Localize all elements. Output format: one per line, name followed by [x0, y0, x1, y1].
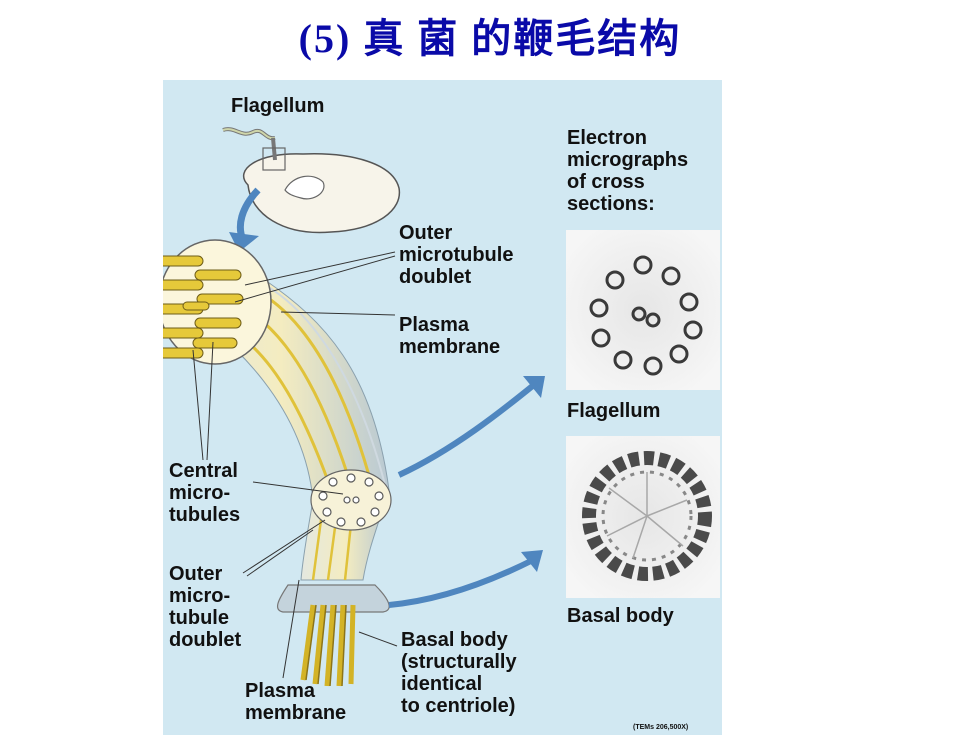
- label-plasma-membrane-bottom: Plasma membrane: [245, 680, 347, 724]
- flagellum-cross-section-top: [163, 239, 272, 365]
- label-central-microtubules: Central micro- tubules: [169, 460, 241, 526]
- flagellum-cross-section-middle: [310, 469, 392, 531]
- micrograph-flagellum: [566, 230, 720, 390]
- label-plasma-membrane-right: Plasma membrane: [399, 314, 501, 358]
- micrograph-basal-body: [566, 436, 720, 598]
- label-flagellum-top: Flagellum: [231, 95, 325, 117]
- label-outer-doublet-left: Outer micro- tubule doublet: [169, 563, 242, 651]
- leader-lines: [192, 251, 398, 679]
- cell-illustration: [222, 127, 401, 234]
- flagellum-diagram: [163, 127, 720, 687]
- label-em-header: Electron micrographs of cross sections:: [567, 127, 689, 215]
- slide-title: (5) 真 菌 的鞭毛结构: [298, 16, 682, 61]
- label-em-basal-body: Basal body: [567, 605, 674, 627]
- label-basal-body-note: Basal body (structurally identical to ce…: [401, 629, 517, 717]
- label-tem-note: (TEMs 206,500X): [633, 724, 689, 731]
- label-outer-doublet-right: Outer microtubule doublet: [399, 222, 514, 288]
- basal-body-illustration: [276, 584, 390, 687]
- label-em-flagellum: Flagellum: [567, 400, 661, 422]
- figure-panel: Flagellum Electron micrographs of cross …: [163, 80, 722, 735]
